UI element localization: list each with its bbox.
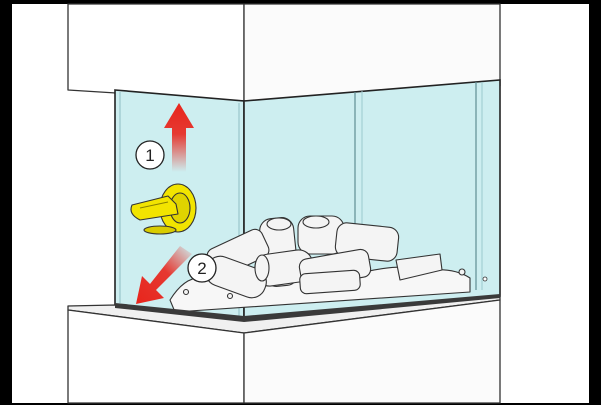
step-marker-2: 2 bbox=[188, 254, 216, 282]
step-number-1: 1 bbox=[145, 146, 154, 165]
step-marker-1: 1 bbox=[136, 141, 164, 169]
step-number-2: 2 bbox=[197, 259, 206, 278]
